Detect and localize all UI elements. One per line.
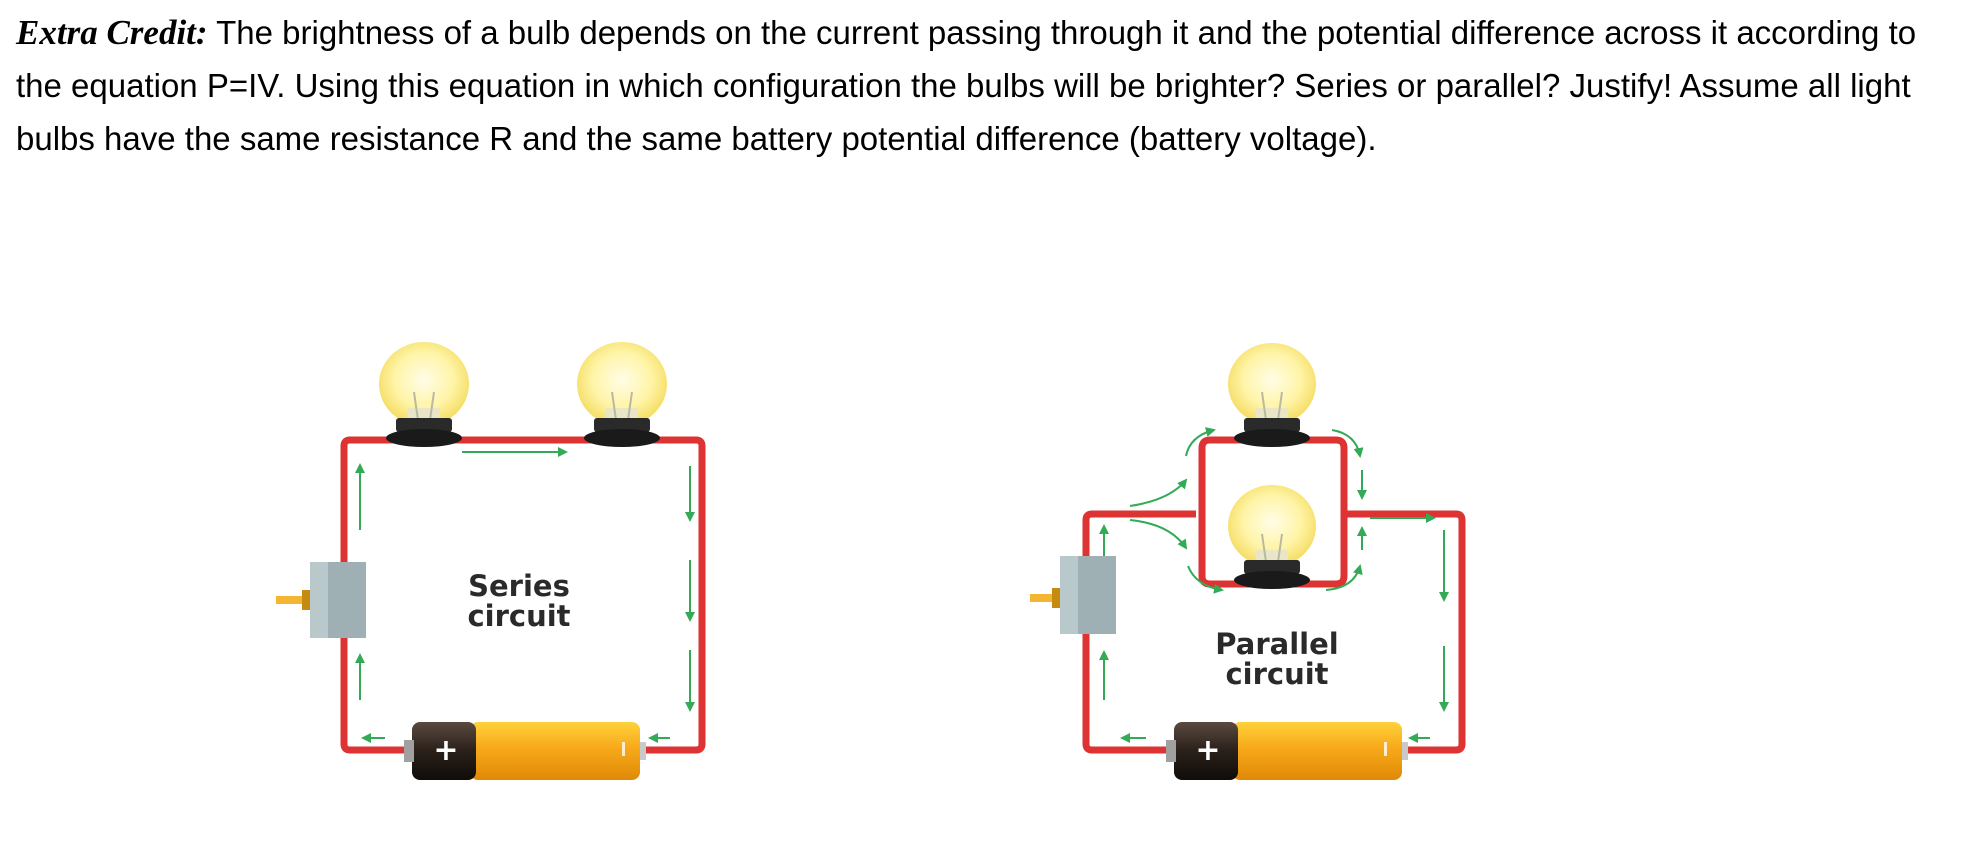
parallel-bulb-bottom <box>1228 485 1316 589</box>
parallel-current-arrows <box>1099 427 1449 743</box>
question-lead: Extra Credit: <box>16 13 208 52</box>
parallel-circuit: + Parallel circuit <box>1030 343 1466 780</box>
parallel-label-line1: Parallel <box>1215 627 1338 661</box>
question-text: Extra Credit: The brightness of a bulb d… <box>16 6 1956 165</box>
parallel-label-line2: circuit <box>1225 657 1328 691</box>
parallel-branches <box>1198 436 1348 588</box>
series-switch <box>276 562 366 638</box>
series-circuit: + Series circuit <box>276 342 706 780</box>
series-current-arrows <box>355 447 695 743</box>
parallel-bulb-top <box>1228 343 1316 447</box>
series-bulb-2 <box>577 342 667 447</box>
parallel-wire-lower <box>1082 700 1170 754</box>
parallel-battery-positive: + <box>1195 733 1220 768</box>
series-battery-positive: + <box>433 733 458 768</box>
series-wire <box>340 436 706 754</box>
parallel-battery: + <box>1166 722 1408 780</box>
series-bulb-1 <box>379 342 469 447</box>
series-wire-lower <box>340 620 410 754</box>
parallel-switch <box>1030 556 1116 634</box>
series-label-line1: Series <box>468 569 570 603</box>
parallel-wire-outer <box>1082 510 1466 754</box>
question-body: The brightness of a bulb depends on the … <box>16 14 1917 157</box>
series-battery: + <box>404 722 646 780</box>
series-label-line2: circuit <box>467 599 570 633</box>
